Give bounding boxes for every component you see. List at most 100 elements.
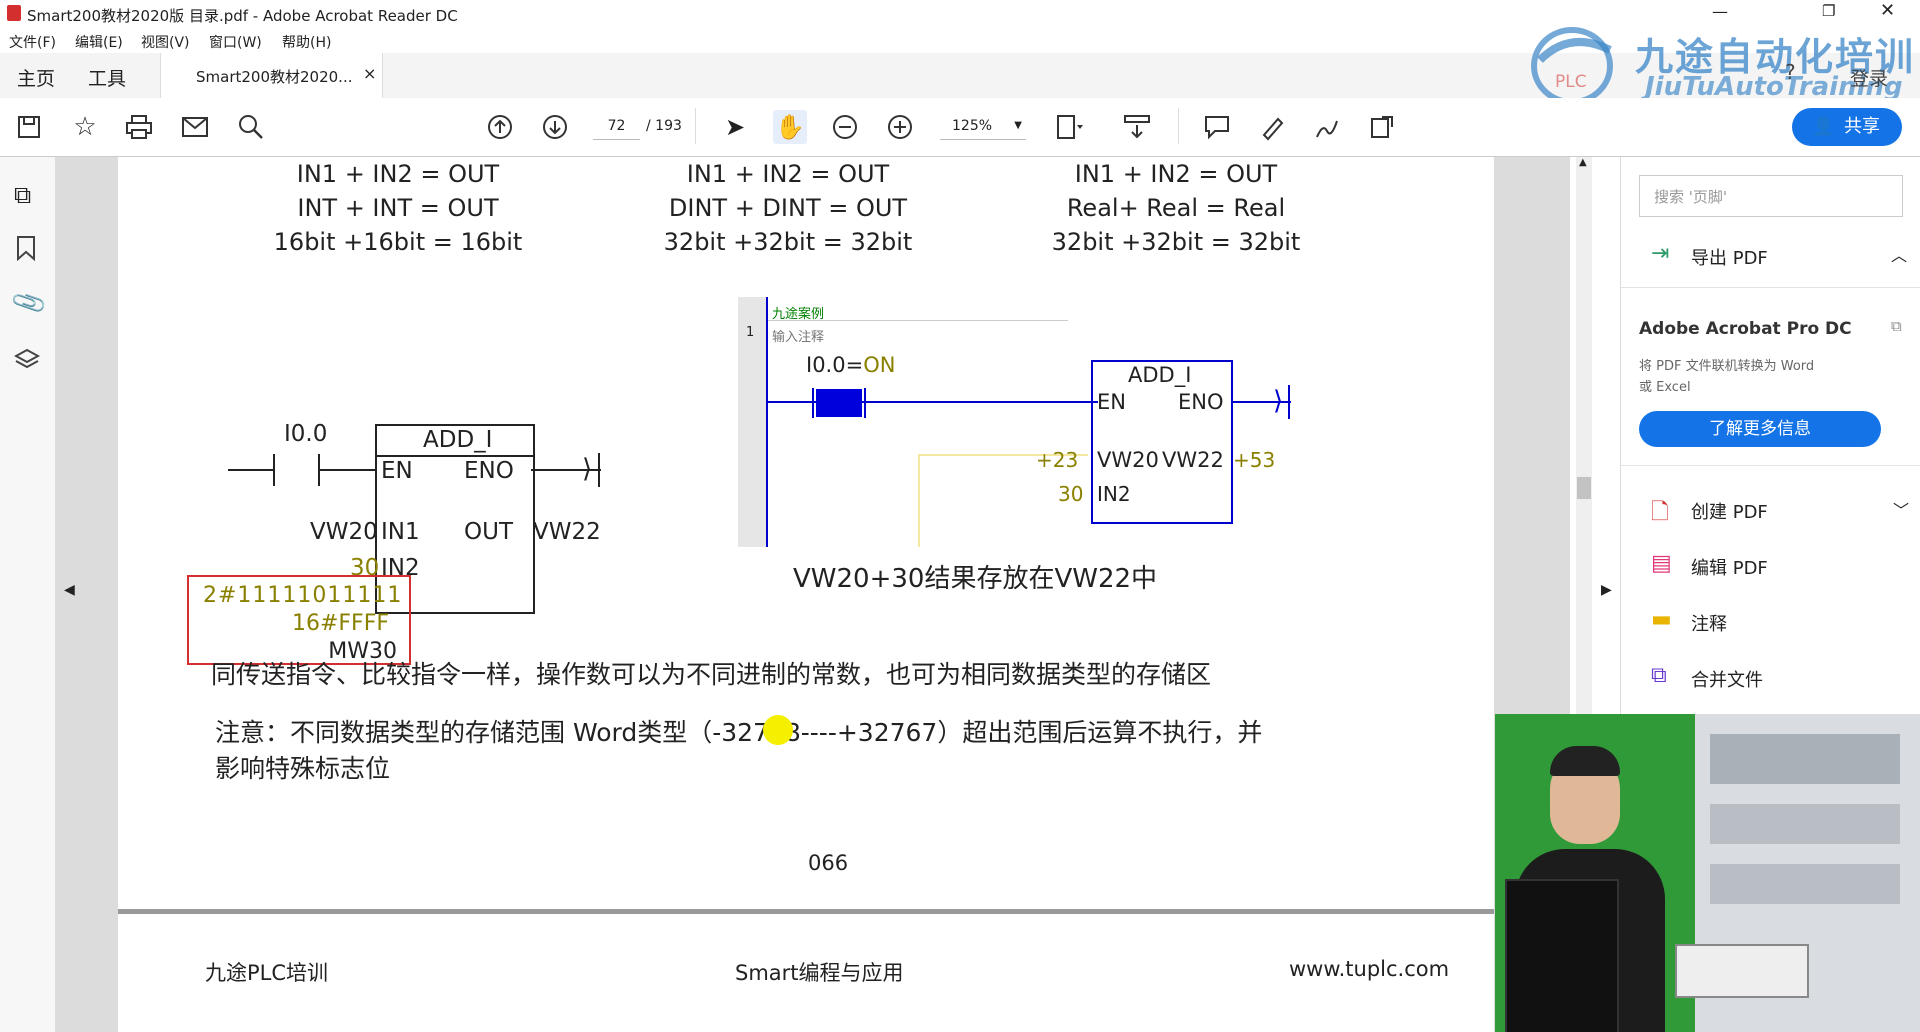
output-arrow-icon: ⟩ (1273, 386, 1284, 416)
zoom-select[interactable]: 125% ▼ (940, 113, 1026, 140)
minimize-icon[interactable]: — (1712, 2, 1728, 21)
contact-left-bar (273, 454, 275, 486)
paragraph-note: 注意：不同数据类型的存储范围 Word类型（-32768----+32767）超… (215, 718, 1263, 747)
webcam-overlay (1495, 714, 1920, 1032)
comment-icon[interactable] (1200, 110, 1234, 144)
close-window-icon[interactable]: ✕ (1880, 0, 1896, 21)
contact-right-bar (864, 388, 866, 418)
network-number: 1 (746, 325, 755, 340)
power-rail (766, 297, 768, 547)
pin-en: EN (381, 458, 413, 484)
promo-desc: 将 PDF 文件联机转换为 Word (1639, 359, 1815, 374)
formula-line: 16bit +16bit = 16bit (273, 228, 523, 256)
layers-icon[interactable] (13, 347, 41, 377)
block-header-line (375, 455, 535, 457)
tab-document[interactable]: Smart200教材2020... × (160, 53, 383, 98)
jiutu-logo: PLC 九途自动化培训 JiuTuAutoTraining ? 登录 (1530, 20, 1920, 110)
hand-tool-icon[interactable]: ✋ (773, 110, 807, 144)
network-divider (768, 320, 1068, 321)
terminal-block (1675, 944, 1809, 998)
print-icon[interactable] (122, 110, 156, 144)
page-down-icon[interactable] (538, 110, 572, 144)
highlight-pen-icon[interactable] (1255, 110, 1289, 144)
edit-pdf-icon: ▤ (1651, 551, 1672, 576)
select-cursor-icon[interactable]: ➤ (724, 113, 746, 141)
menu-edit[interactable]: 编辑(E) (75, 35, 123, 51)
share-file-icon[interactable] (1365, 110, 1399, 144)
comment-item[interactable]: ▬ 注释 (1621, 599, 1920, 643)
contact-address-state: I0.0=ON (806, 353, 895, 377)
formula-line: 32bit +32bit = 32bit (663, 228, 913, 256)
menu-file[interactable]: 文件(F) (9, 35, 56, 51)
learn-more-button[interactable]: 了解更多信息 (1639, 411, 1881, 447)
title-bar: Smart200教材2020版 目录.pdf - Adobe Acrobat R… (0, 0, 1920, 27)
copy-icon[interactable]: ⧉ (1891, 317, 1902, 335)
share-button[interactable]: 👤 共享 (1792, 108, 1902, 146)
block-name: ADD_I (1128, 363, 1192, 387)
edit-pdf-item[interactable]: ▤ 编辑 PDF (1621, 543, 1920, 587)
menu-help[interactable]: 帮助(H) (282, 35, 332, 51)
search-icon[interactable] (234, 110, 268, 144)
create-pdf-item[interactable]: 🗋 创建 PDF ﹀ (1621, 487, 1920, 531)
save-icon[interactable] (12, 110, 46, 144)
chevron-up-icon[interactable]: ︿ (1891, 246, 1908, 265)
zoom-out-icon[interactable] (828, 110, 862, 144)
export-pdf-icon: ⇥ (1651, 241, 1670, 266)
combine-files-label: 合并文件 (1691, 670, 1763, 691)
fit-page-icon[interactable] (1053, 110, 1087, 144)
scroll-up-icon[interactable]: ▲ (1579, 157, 1587, 168)
out-operand: VW22 (1162, 448, 1224, 472)
scrollbar-thumb[interactable] (1577, 477, 1591, 499)
bookmark-icon[interactable] (16, 235, 36, 265)
restore-icon[interactable]: ❐ (1822, 2, 1836, 20)
panel-divider (1621, 465, 1920, 466)
cursor-highlight (763, 715, 793, 745)
left-rail: ⧉ 📎 (0, 157, 56, 1032)
panel-divider (1621, 287, 1920, 288)
scroll-mode-icon[interactable] (1120, 110, 1154, 144)
cabinet-rail (1710, 734, 1900, 784)
out-value: +53 (1233, 448, 1276, 472)
rung-wire (318, 469, 376, 471)
chevron-down-icon: ▼ (1014, 120, 1022, 131)
contact-energized (816, 389, 862, 417)
constant-examples-box: 2#11111011111 16#FFFF MW30 (187, 575, 411, 665)
footer-center: Smart编程与应用 (735, 961, 904, 985)
chevron-down-icon[interactable]: ﹀ (1893, 501, 1910, 520)
star-icon[interactable]: ☆ (73, 112, 97, 142)
expand-right-icon[interactable]: ▶ (1601, 582, 1612, 598)
pages-icon[interactable]: ⧉ (14, 181, 32, 209)
acrobat-icon (7, 5, 21, 21)
toolbar: ☆ 72 / 193 ➤ ✋ 125% ▼ 👤 共享 (0, 98, 1920, 157)
attachment-icon[interactable]: 📎 (9, 283, 49, 323)
in1-operand: VW20 (310, 519, 378, 545)
menu-window[interactable]: 窗口(W) (209, 35, 262, 51)
tab-home[interactable]: 主页 (17, 68, 56, 90)
footer-right: www.tuplc.com (1289, 957, 1450, 981)
formula-line: IN1 + IN2 = OUT (1074, 160, 1278, 188)
tab-close-icon[interactable]: × (363, 64, 377, 83)
mail-icon[interactable] (178, 110, 212, 144)
add-block (375, 424, 535, 614)
rung-wire (1231, 401, 1291, 403)
zoom-in-icon[interactable] (883, 110, 917, 144)
page-up-icon[interactable] (483, 110, 517, 144)
export-pdf-item[interactable]: ⇥ 导出 PDF ︿ (1621, 229, 1920, 279)
in1-operand: VW20 (1097, 448, 1159, 472)
combine-files-item[interactable]: ⧉ 合并文件 (1621, 655, 1920, 699)
figure-caption: VW20+30结果存放在VW22中 (793, 564, 1158, 594)
window-title: Smart200教材2020版 目录.pdf - Adobe Acrobat R… (27, 7, 458, 25)
formula-col-int: IN1 + IN2 = OUT INT + INT = OUT 16bit +1… (258, 157, 538, 259)
collapse-left-icon[interactable]: ◀ (64, 582, 75, 598)
page-number-input[interactable]: 72 (593, 113, 640, 140)
rung-wire (768, 401, 1098, 403)
menu-view[interactable]: 视图(V) (141, 35, 190, 51)
contact-address: I0.0 (284, 421, 328, 447)
sign-icon[interactable] (1310, 110, 1344, 144)
pin-eno: ENO (1178, 390, 1224, 414)
help-icon[interactable]: ? (1785, 60, 1796, 84)
login-link[interactable]: 登录 (1850, 68, 1889, 90)
search-input[interactable]: 搜索 '页脚' (1639, 175, 1903, 217)
tab-tools[interactable]: 工具 (88, 68, 127, 90)
binary-constant: 2#11111011111 (203, 583, 403, 608)
